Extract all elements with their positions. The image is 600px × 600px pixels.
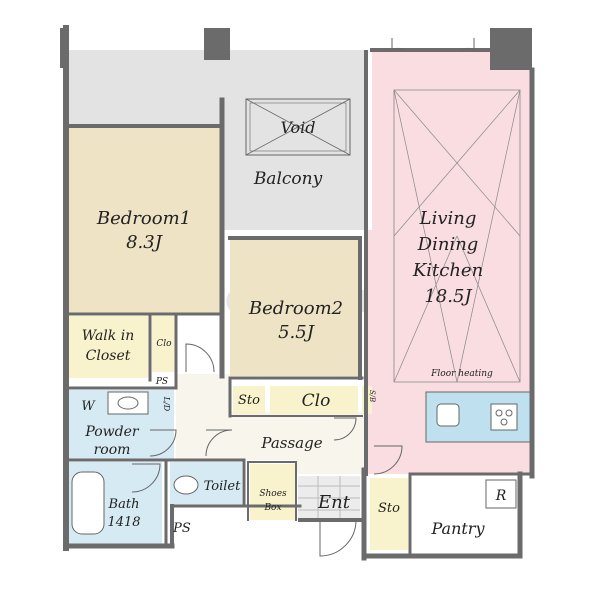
- shoes-box-line2: Box: [263, 503, 281, 513]
- ld-label: L/D: [162, 396, 171, 412]
- entrance-label: Ent: [317, 492, 351, 513]
- ldk-line3: Kitchen: [412, 260, 483, 281]
- walls: [63, 25, 535, 561]
- storage-1: [233, 386, 265, 414]
- balcony-label: Balcony: [253, 169, 323, 189]
- bedroom2-area: [230, 240, 358, 376]
- powder-room-line2: room: [94, 442, 131, 458]
- walkin-closet-line2: Closet: [86, 348, 131, 364]
- passage-area: [176, 374, 366, 474]
- w-label: W: [81, 399, 96, 414]
- ldk-area: [366, 52, 532, 474]
- shoes-box-line1: Shoes: [259, 489, 287, 499]
- bath-line1: Bath: [108, 497, 140, 512]
- pillar-right: [490, 28, 532, 70]
- bedroom2-size: 5.5J: [278, 322, 316, 343]
- washbasin-icon: [107, 391, 149, 415]
- storage-1-label: Sto: [238, 393, 260, 408]
- door-swings: [131, 38, 475, 557]
- bedroom2-name: Bedroom2: [248, 298, 343, 319]
- bath-line2: 1418: [107, 515, 140, 530]
- void-label: Void: [280, 118, 315, 137]
- ldk-line1: Living: [419, 208, 477, 229]
- walkin-closet-area: [68, 316, 148, 378]
- sb-label: S/B: [368, 390, 376, 402]
- pantry-label: Pantry: [430, 519, 485, 538]
- shoes-box-area: [250, 464, 296, 520]
- ps1-label: PS: [155, 377, 168, 387]
- r-box: [485, 479, 517, 509]
- toilet-bowl-icon: [173, 475, 199, 495]
- pillar-left: [204, 28, 230, 60]
- bedroom1-size: 8.3J: [126, 232, 164, 253]
- toilet-label: Toilet: [204, 479, 241, 494]
- ldk-line2: Dining: [417, 234, 479, 255]
- storage-2-label: Sto: [378, 501, 400, 516]
- clo-small-label: Clo: [156, 339, 172, 349]
- storage-2: [370, 478, 408, 550]
- r-label: R: [495, 488, 507, 504]
- ps2-label: PS: [172, 521, 191, 536]
- bedroom1-area: [68, 128, 220, 314]
- bathtub-icon: [71, 471, 105, 535]
- clo-small-area: [152, 316, 176, 372]
- closet-2: [270, 386, 358, 414]
- passage-label: Passage: [260, 434, 322, 452]
- walkin-closet-line1: Walk in: [82, 328, 134, 344]
- sink-icon: [436, 403, 460, 427]
- ldk-size: 18.5J: [424, 286, 473, 307]
- closet-2-label: Clo: [302, 391, 331, 411]
- bedroom1-name: Bedroom1: [96, 208, 191, 229]
- stove-icon: [490, 403, 518, 431]
- powder-room-line1: Powder: [84, 424, 140, 440]
- floor-heating-label: Floor heating: [430, 369, 493, 379]
